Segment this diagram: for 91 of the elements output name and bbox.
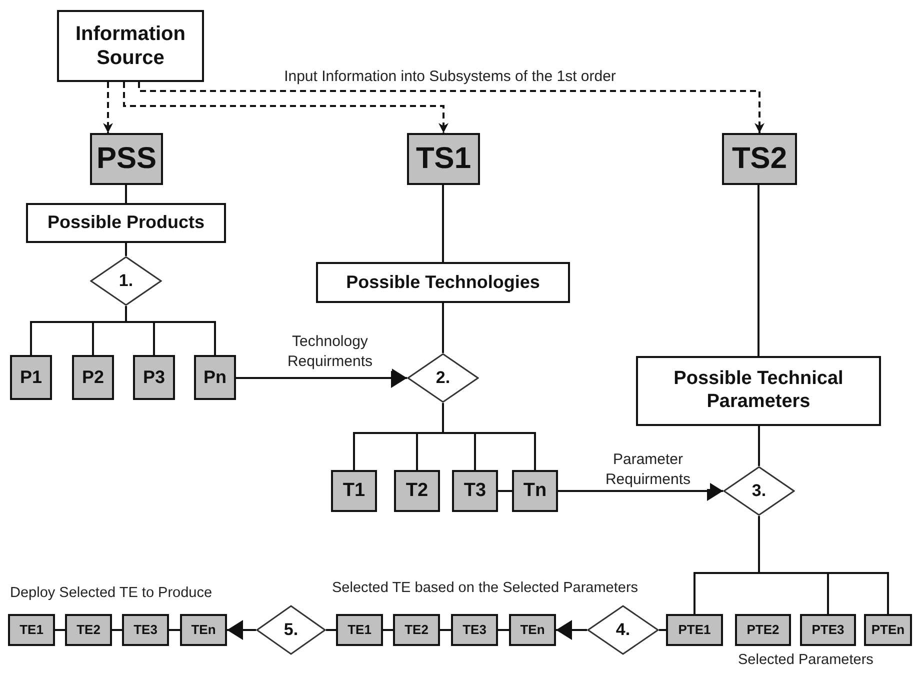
process-box <box>57 10 204 82</box>
subsystem-box <box>451 614 498 646</box>
node-label: PTE2 <box>746 622 780 638</box>
node-label: 5. <box>284 620 298 640</box>
node-label: 4. <box>616 620 630 640</box>
decision-diamond <box>587 605 659 655</box>
node-label: 2. <box>436 368 450 388</box>
process-box <box>636 356 881 426</box>
connector-line <box>758 516 889 614</box>
connector-line <box>125 185 127 203</box>
node-label: T2 <box>406 480 428 502</box>
subsystem-box <box>90 133 163 185</box>
node-label: Possible Products <box>47 212 205 234</box>
node-label: TE1 <box>348 622 372 638</box>
node-label: TE1 <box>20 622 44 638</box>
subsystem-box <box>65 614 112 646</box>
decision-diamond <box>407 353 479 403</box>
note-text: Deploy Selected TE to Produce <box>10 585 212 601</box>
node-label: TE2 <box>404 622 428 638</box>
connector-line <box>758 426 760 466</box>
connector-line <box>383 629 393 631</box>
node-label: TS2 <box>732 141 788 177</box>
process-box <box>316 262 570 303</box>
subsystem-box <box>133 355 175 400</box>
node-label: TE3 <box>462 622 486 638</box>
node-label: TE2 <box>76 622 100 638</box>
decision-diamond <box>723 466 795 516</box>
decision-diamond <box>90 256 162 306</box>
connector-line <box>659 629 666 631</box>
arrow <box>138 82 764 133</box>
node-label: PSS <box>96 141 157 177</box>
subsystem-box <box>666 614 723 646</box>
subsystem-box <box>180 614 227 646</box>
subsystem-box <box>800 614 856 646</box>
subsystem-box <box>72 355 114 400</box>
connector-line <box>440 629 451 631</box>
connector-line <box>326 629 336 631</box>
note-text: Selected Parameters <box>738 652 874 668</box>
node-label: T1 <box>342 480 366 502</box>
subsystem-box <box>452 470 498 512</box>
subsystem-box <box>407 133 480 185</box>
connector-line <box>498 629 509 631</box>
subsystem-box <box>864 614 912 646</box>
subsystem-box <box>8 614 55 646</box>
connector-line <box>442 185 444 262</box>
node-label: TS1 <box>416 141 472 177</box>
connector-line <box>125 243 127 256</box>
note-text: Selected TE based on the Selected Parameters <box>332 580 638 596</box>
node-label: Information Source <box>74 22 186 70</box>
arrow <box>123 82 448 133</box>
subsystem-box <box>509 614 556 646</box>
node-label: TEn <box>520 622 545 638</box>
subsystem-box <box>122 614 169 646</box>
node-label: P3 <box>142 366 166 388</box>
connector-line <box>112 629 122 631</box>
subsystem-box <box>393 614 440 646</box>
node-label: Tn <box>523 480 547 502</box>
arrow <box>556 620 587 640</box>
node-label: Possible Technical Parameters <box>672 368 844 414</box>
node-label: Possible Technologies <box>346 272 540 294</box>
subsystem-box <box>394 470 440 512</box>
arrow <box>227 620 256 640</box>
node-label: 1. <box>118 270 134 292</box>
subsystem-box <box>10 355 52 400</box>
node-label: TE3 <box>134 622 158 638</box>
subsystem-box <box>735 614 791 646</box>
connector-line <box>442 303 444 353</box>
node-label: T3 <box>464 480 486 502</box>
decision-diamond <box>256 605 326 655</box>
arrow <box>236 368 407 388</box>
node-label: PTE1 <box>678 622 711 638</box>
node-label: PTEn <box>871 622 905 638</box>
subsystem-box <box>331 470 377 512</box>
node-label: P2 <box>82 366 104 388</box>
subsystem-box <box>336 614 383 646</box>
node-label: P1 <box>20 366 42 388</box>
subsystem-box <box>512 470 558 512</box>
node-label: 3. <box>752 480 766 502</box>
subsystem-box <box>722 133 797 185</box>
process-box <box>26 203 226 243</box>
connector-line <box>169 629 180 631</box>
node-label: TEn <box>191 622 216 638</box>
connector-line <box>442 403 536 470</box>
arrow <box>558 481 723 501</box>
subsystem-box <box>194 355 236 400</box>
arrow <box>103 82 113 133</box>
connector-line <box>498 490 512 492</box>
connector-line <box>55 629 65 631</box>
connector-line <box>758 185 760 356</box>
node-label: Pn <box>203 366 226 388</box>
node-label: PTE3 <box>812 622 844 638</box>
